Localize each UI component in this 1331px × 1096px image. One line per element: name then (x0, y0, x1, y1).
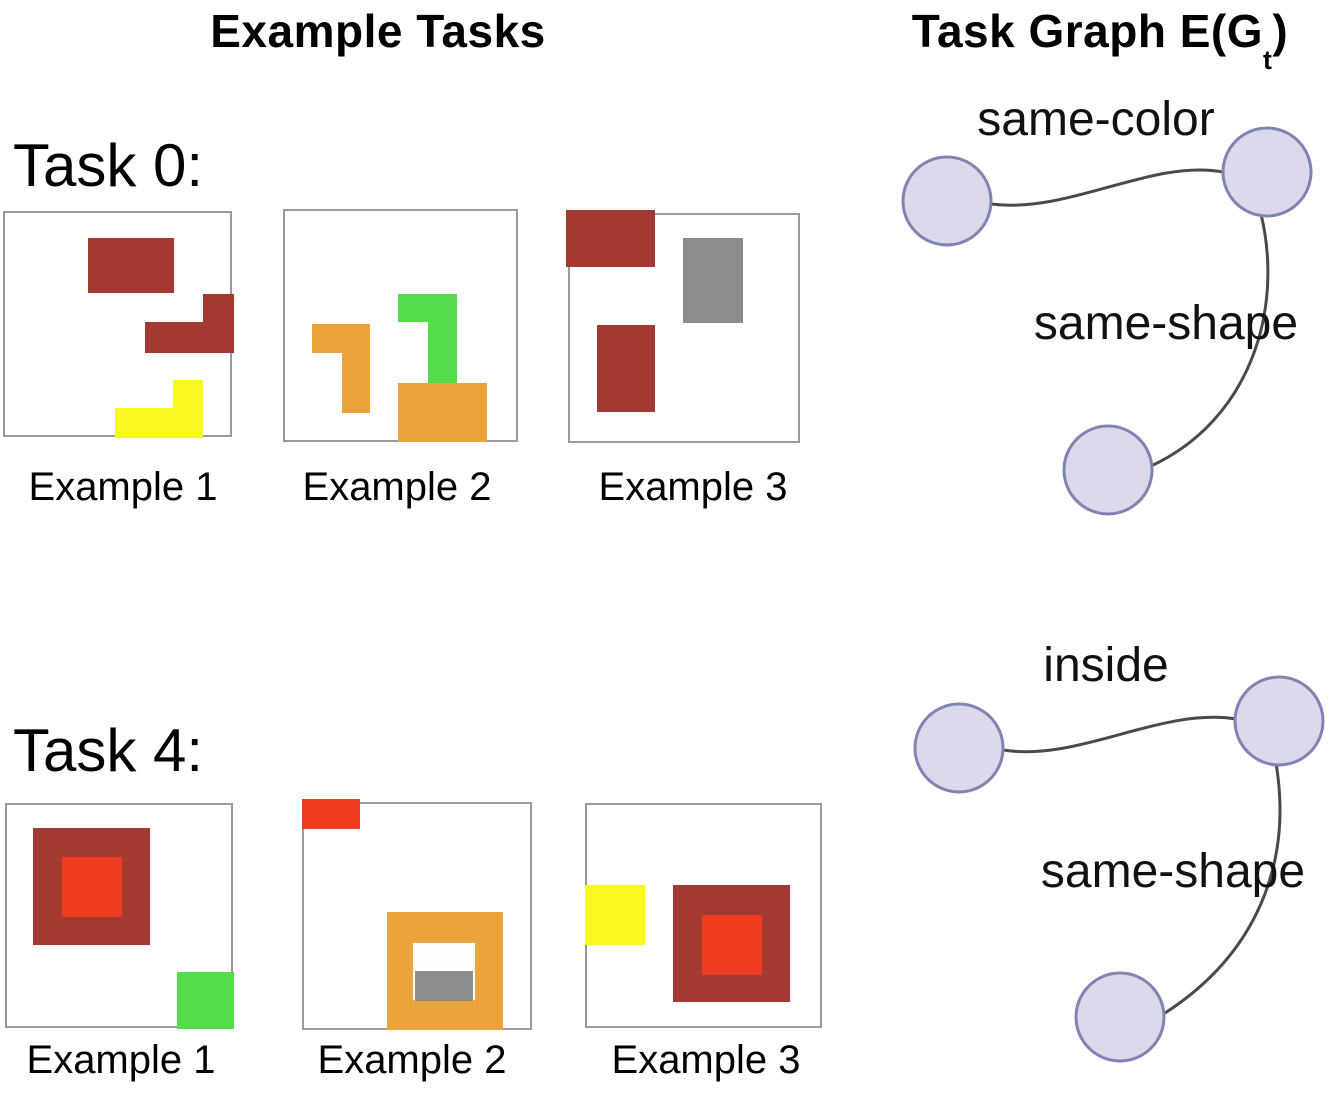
graph-node (1221, 126, 1313, 218)
graph-node (901, 155, 993, 247)
example-label: Example 3 (598, 465, 788, 509)
red-shape (702, 915, 762, 975)
right-header-close-paren: ) (1272, 5, 1289, 57)
edge-label: same-shape (1033, 297, 1299, 350)
dark-red-shape (566, 210, 655, 267)
task-label-1: Task 4: (13, 717, 204, 784)
gray-shape (683, 238, 743, 323)
right-column-header: Task Graph E(Gt) (911, 4, 1289, 75)
example-label: Example 2 (302, 465, 492, 509)
right-header-text: Task Graph E(G (911, 5, 1264, 57)
edge-label: same-shape (1040, 845, 1306, 898)
graph-edge (990, 168, 1224, 207)
orange-shape (312, 324, 370, 353)
dark-red-shape (597, 325, 655, 412)
gray-shape (415, 971, 473, 1001)
dark-red-shape (88, 238, 174, 293)
graph-node (913, 702, 1005, 794)
example-label: Example 2 (317, 1038, 507, 1082)
left-column-header: Example Tasks (210, 5, 546, 57)
graph-node (1062, 424, 1154, 516)
graph-node (1074, 971, 1166, 1063)
example-label: Example 1 (28, 465, 218, 509)
green-shape (177, 972, 234, 1029)
example-label: Example 3 (611, 1038, 801, 1082)
task-label-0: Task 0: (13, 132, 204, 199)
red-shape (302, 799, 360, 829)
edge-label: same-color (977, 93, 1215, 146)
example-label: Example 1 (26, 1038, 216, 1082)
dark-red-shape (203, 294, 234, 353)
yellow-shape (585, 885, 645, 945)
edge-label: inside (1043, 639, 1169, 692)
orange-shape (398, 383, 487, 442)
orange-shape (342, 352, 370, 413)
green-shape (428, 294, 457, 387)
yellow-shape (173, 380, 203, 438)
right-header-subscript: t (1263, 45, 1273, 76)
graph-node (1233, 675, 1325, 767)
graph-edge (1002, 715, 1237, 754)
red-shape (62, 857, 122, 917)
